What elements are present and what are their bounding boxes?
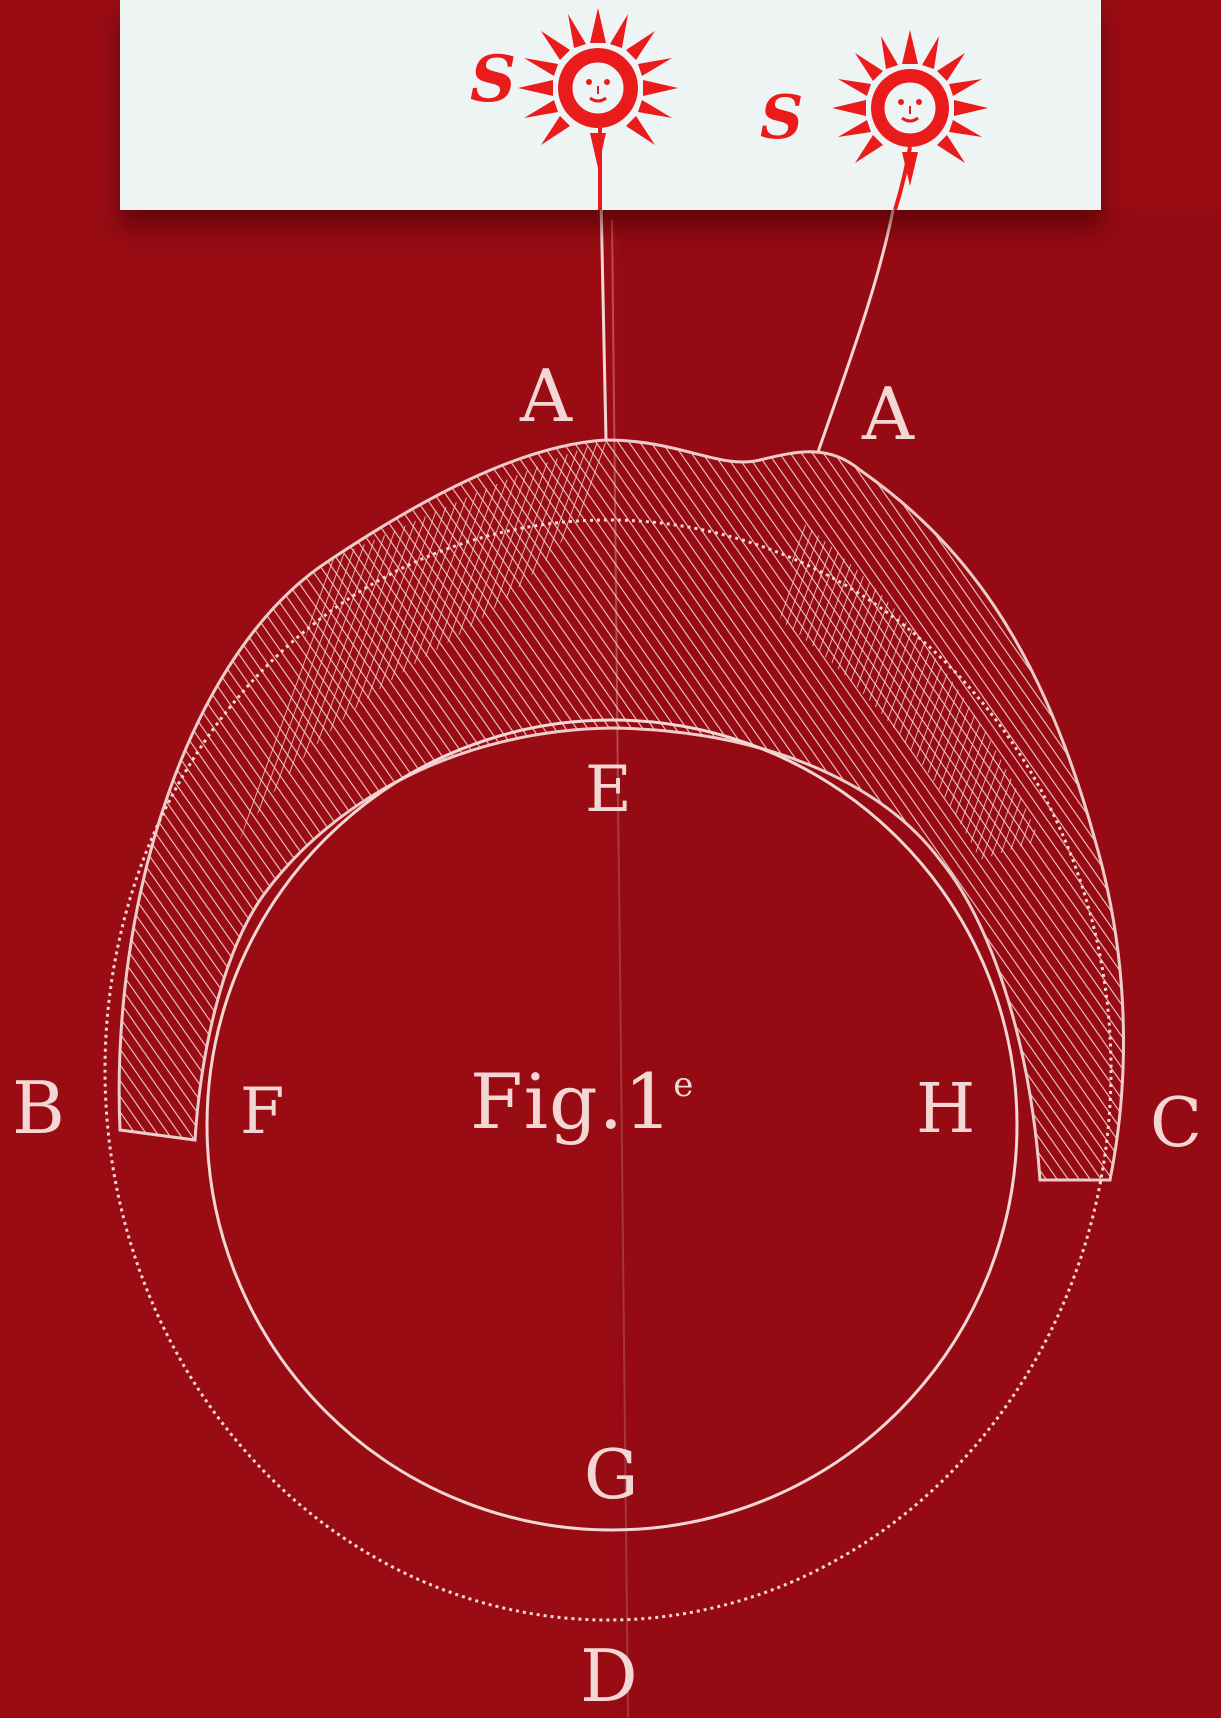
label-d: D — [580, 1640, 639, 1712]
label-f: F — [240, 1080, 285, 1144]
sun-letter-left: S — [470, 48, 516, 112]
figure-caption-text: Fig.1 — [470, 1057, 673, 1146]
label-c: C — [1150, 1090, 1203, 1158]
label-a-left: A — [520, 360, 573, 432]
page-right-shade — [618, 210, 1221, 1717]
label-e: E — [585, 758, 633, 822]
sun-face-icon — [518, 8, 678, 210]
figure-caption: Fig.1e — [470, 1064, 694, 1140]
sun-face-icon — [832, 30, 988, 210]
top-strip: S S — [120, 0, 1101, 210]
label-b: B — [12, 1072, 66, 1144]
label-g: G — [584, 1442, 639, 1510]
label-a-right: A — [862, 378, 915, 450]
label-h: H — [916, 1076, 976, 1144]
figure-caption-superscript: e — [673, 1065, 694, 1105]
suns-drawing — [120, 0, 1101, 210]
sun-letter-right: S — [760, 88, 803, 148]
